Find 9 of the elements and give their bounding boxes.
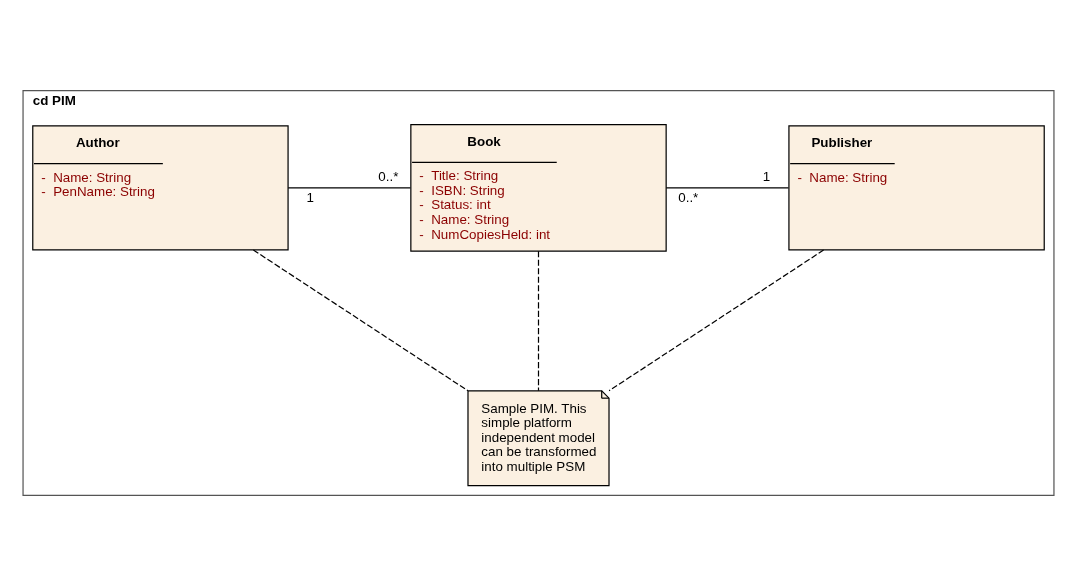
connector (537, 250, 540, 392)
label: 1 (306, 189, 314, 205)
label: 0..* (678, 189, 699, 205)
connector (608, 249, 825, 392)
connector (665, 187, 790, 189)
label: 0..* (378, 168, 399, 184)
label: 1 (762, 168, 771, 184)
connector (287, 187, 411, 189)
connector (252, 249, 469, 392)
